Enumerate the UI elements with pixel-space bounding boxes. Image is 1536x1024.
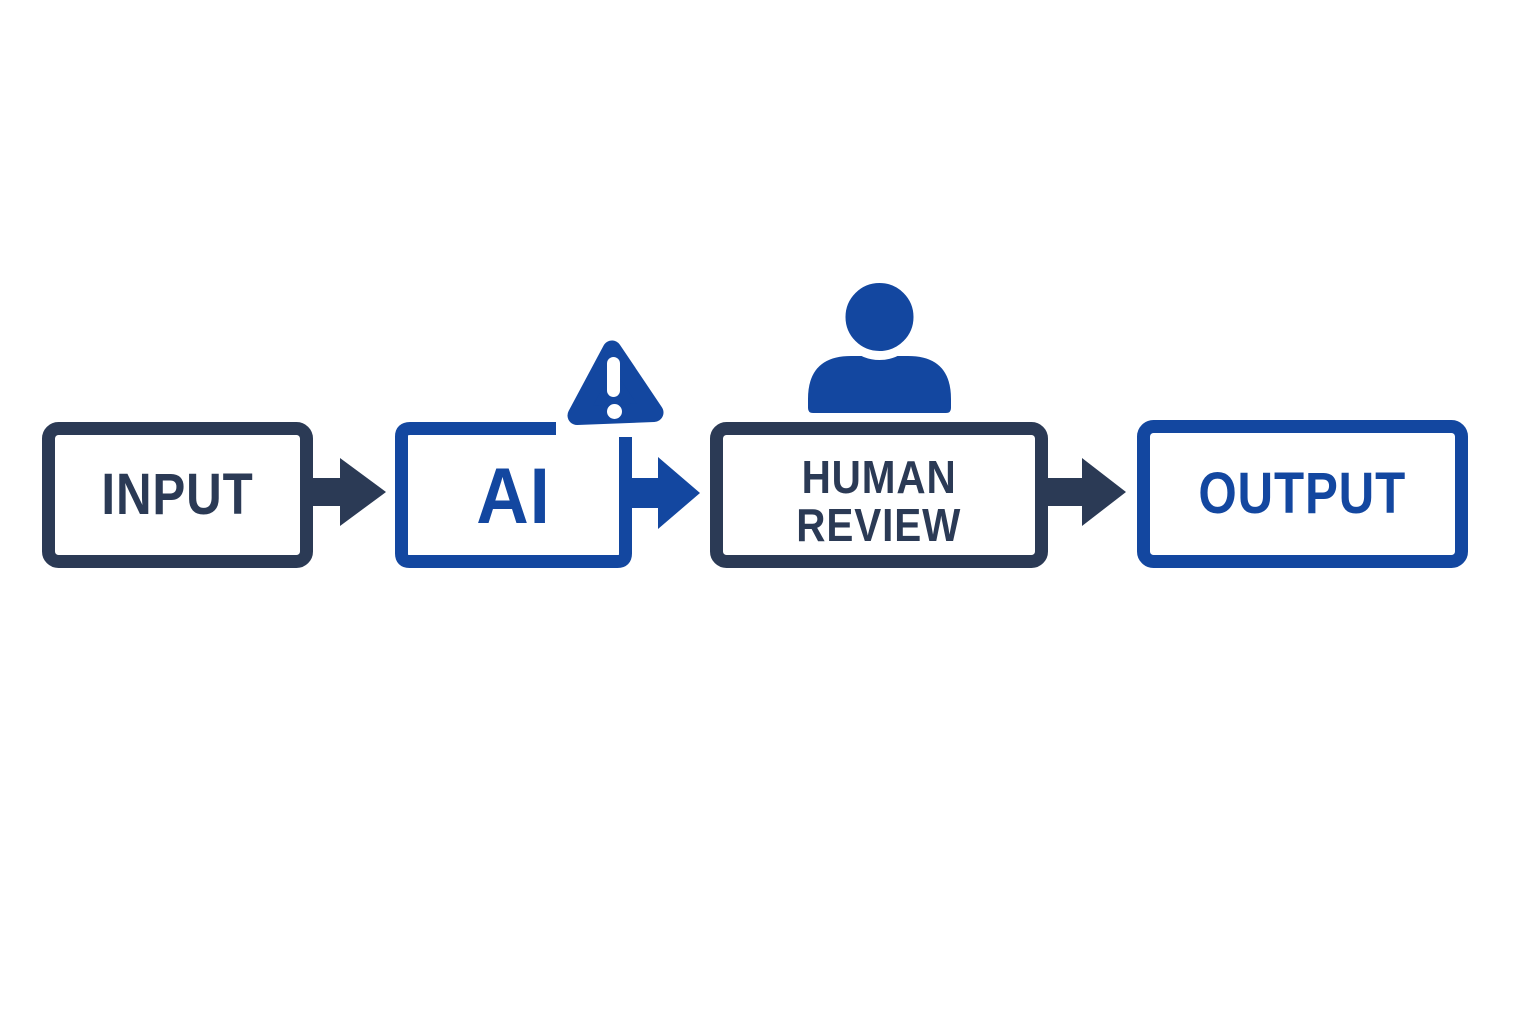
person-shoulders <box>808 356 951 413</box>
human-review-node-box <box>710 422 1048 568</box>
warning-exclamation-stem <box>607 357 620 397</box>
output-node-box <box>1137 420 1468 568</box>
input-node-box <box>42 422 313 568</box>
person-icon <box>808 274 951 413</box>
ai-node-box <box>395 422 632 568</box>
arrow-human-review-to-output <box>1046 458 1126 526</box>
person-head <box>836 274 923 360</box>
warning-exclamation-dot <box>607 404 622 419</box>
warning-icon <box>567 340 664 425</box>
arrow-input-to-ai <box>313 458 386 526</box>
arrow-ai-to-human-review <box>630 457 700 529</box>
